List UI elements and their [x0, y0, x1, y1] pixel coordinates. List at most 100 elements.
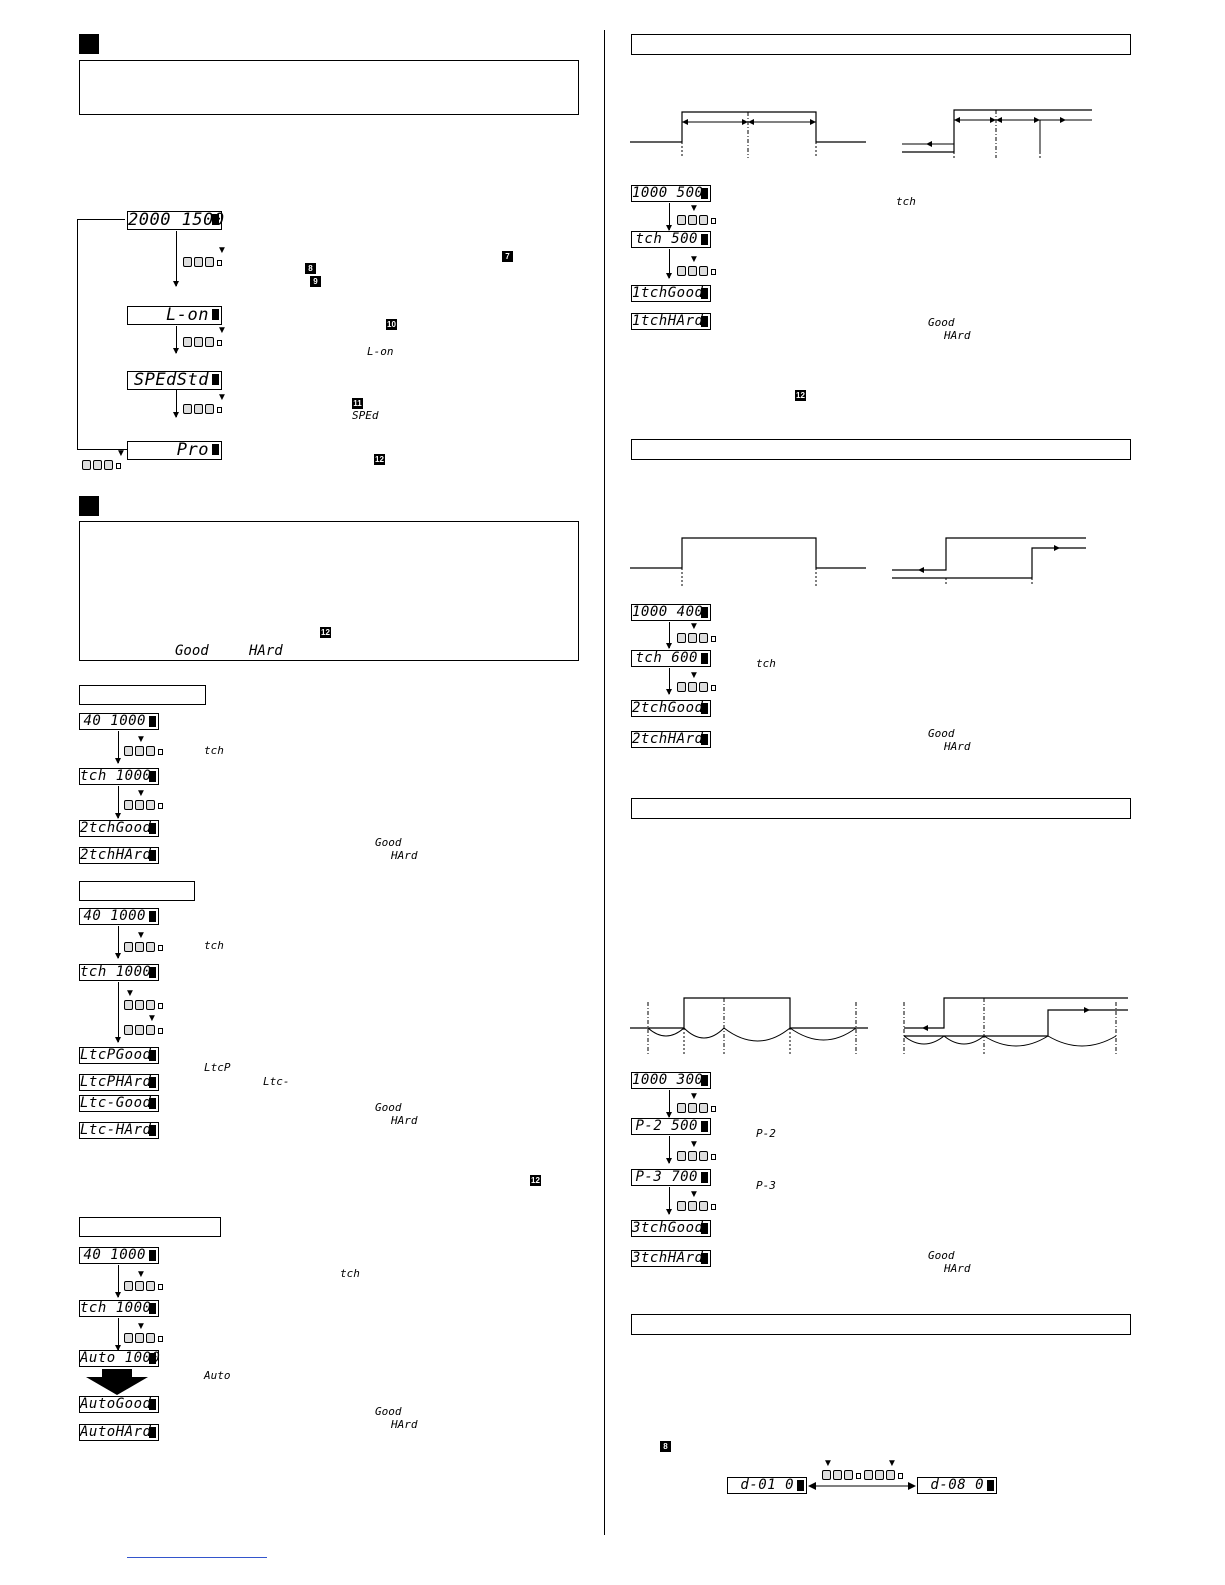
ref-badge: 10 — [386, 319, 397, 330]
lcd-display: 1000 500 — [631, 185, 711, 202]
lcd-display: 2tchGood — [79, 820, 159, 837]
lcd-display: tch 1000 — [79, 1300, 159, 1317]
teach-button-icon: ▼ — [677, 204, 717, 227]
teach-button-icon: ▼ — [124, 735, 164, 758]
lcd-display: LtcPGood — [79, 1047, 159, 1064]
teach-button-icon: ▼ — [677, 1140, 717, 1163]
segment-label: HArd — [391, 1418, 418, 1431]
teach-button-icon: ▼ — [124, 989, 164, 1012]
lcd-display: 2tchGood — [631, 700, 711, 717]
segment-label: Auto — [204, 1369, 231, 1382]
segment-label: Good — [175, 643, 209, 659]
lcd-display: 1000 300 — [631, 1072, 711, 1089]
lcd-display: Auto 1000 — [79, 1350, 161, 1367]
segment-label: Good — [375, 836, 402, 849]
segment-label: HArd — [944, 329, 971, 342]
lcd-display: P-3 700 — [631, 1169, 711, 1186]
loop-line-top — [77, 219, 125, 220]
segment-label: HArd — [944, 740, 971, 753]
lcd-display: 2000 1500 — [127, 210, 225, 230]
segment-label: P-3 — [756, 1179, 776, 1192]
segment-label: L-on — [367, 345, 394, 358]
segment-label: tch — [204, 744, 224, 757]
ref-badge: 8 — [660, 1441, 671, 1452]
teach-button-icon: ▼ — [124, 931, 164, 954]
ref-badge: 8 — [305, 263, 316, 274]
lcd-display: tch 1000 — [79, 768, 159, 785]
teach-button-icon: ▼ — [677, 1190, 717, 1213]
segment-label: HArd — [249, 643, 283, 659]
down-arrow — [173, 326, 179, 354]
down-arrow — [666, 249, 672, 279]
teach-button-icon: ▼ — [864, 1459, 904, 1482]
segment-label: tch — [204, 939, 224, 952]
bidirectional-arrow — [808, 1482, 916, 1490]
segment-label: Good — [928, 1249, 955, 1262]
ref-badge: 11 — [352, 398, 363, 409]
down-arrow — [115, 786, 121, 819]
mode-button-icon: ▼ — [183, 393, 227, 416]
column-divider — [604, 30, 605, 1535]
down-arrow — [666, 203, 672, 231]
segment-label: LtcP — [204, 1061, 231, 1074]
sub-heading-box — [79, 881, 195, 901]
lcd-display: Pro — [127, 441, 222, 460]
segment-label: tch — [896, 195, 916, 208]
sub-heading-box — [79, 685, 206, 705]
lcd-display: Ltc-Good — [79, 1095, 159, 1112]
lcd-display: SPEdStd — [127, 371, 222, 390]
teach-button-icon: ▼ — [677, 255, 717, 278]
section-marker — [79, 496, 99, 516]
lcd-display: 40 1000 — [79, 713, 159, 730]
lcd-display: AutoGood — [79, 1396, 159, 1413]
lcd-display: tch 500 — [631, 231, 711, 248]
teach-info-box — [79, 521, 579, 661]
down-arrow — [666, 1187, 672, 1215]
down-arrow — [666, 1090, 672, 1118]
teach-button-icon: ▼ — [677, 671, 717, 694]
lcd-display: 3tchHArd — [631, 1250, 711, 1267]
big-down-arrow — [86, 1369, 148, 1395]
ref-badge: 12 — [374, 454, 385, 465]
lcd-display: P-2 500 — [631, 1118, 711, 1135]
mode-button-icon: ▼ — [183, 246, 227, 269]
down-arrow — [115, 982, 121, 1043]
lcd-display: 1tchHArd — [631, 313, 711, 330]
lcd-display: AutoHArd — [79, 1424, 159, 1441]
down-arrow — [115, 731, 121, 764]
teach-button-icon: ▼ — [677, 1092, 717, 1115]
lcd-display: 2tchHArd — [79, 847, 159, 864]
segment-label: HArd — [391, 849, 418, 862]
down-arrow — [666, 1136, 672, 1164]
section-marker — [79, 34, 99, 54]
down-arrow — [173, 231, 179, 287]
lcd-display: 40 1000 — [79, 908, 159, 925]
down-arrow — [115, 1318, 121, 1351]
lcd-display: 1000 400 — [631, 604, 711, 621]
teach-button-icon: ▼ — [124, 1270, 164, 1293]
timing-diagram — [630, 537, 1086, 586]
section-heading-box — [631, 798, 1131, 819]
down-arrow — [666, 622, 672, 649]
segment-label: Good — [928, 727, 955, 740]
segment-label: HArd — [944, 1262, 971, 1275]
loop-line — [77, 220, 78, 450]
down-arrow — [115, 1265, 121, 1298]
ref-badge: 7 — [502, 251, 513, 262]
teach-button-icon: ▼ — [124, 789, 164, 812]
teach-button-icon: ▼ — [124, 1014, 164, 1037]
segment-label: Good — [928, 316, 955, 329]
teach-button-icon: ▼ — [822, 1459, 862, 1482]
loop-line-bottom — [77, 449, 127, 450]
footer-link-underline[interactable] — [127, 1557, 267, 1558]
segment-label: P-2 — [756, 1127, 776, 1140]
lcd-display: d-08 0 — [917, 1477, 997, 1494]
lcd-display: L-on — [127, 306, 222, 325]
segment-label: Good — [375, 1101, 402, 1114]
lcd-display: tch 600 — [631, 650, 711, 667]
ref-badge: 12 — [320, 627, 331, 638]
mode-button-icon: ▼ — [183, 326, 227, 349]
down-arrow — [115, 926, 121, 959]
lcd-display: 1tchGood — [631, 285, 711, 302]
lcd-display: d-01 0 — [727, 1477, 807, 1494]
